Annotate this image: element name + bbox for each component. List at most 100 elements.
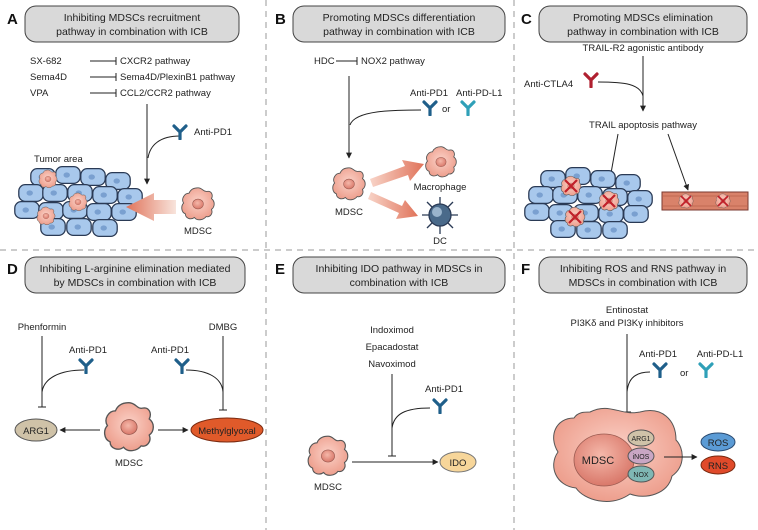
arg1-node xyxy=(14,418,58,442)
inos-label: iNOS xyxy=(633,454,650,461)
panel-e: E Inhibiting IDO pathway in MDSCs in com… xyxy=(275,256,506,493)
ros-node xyxy=(700,432,736,452)
arg1-node-f xyxy=(627,429,655,447)
inhibitor-drug-2: Sema4D xyxy=(30,72,67,83)
antibody-icon xyxy=(422,100,438,116)
panel-b: B Promoting MDSCs differentiation pathwa… xyxy=(275,5,506,247)
nox-node xyxy=(627,465,655,483)
antibody-label-f1: Anti-PD1 xyxy=(639,349,677,360)
migration-arrow xyxy=(126,193,176,221)
panel-a: A Inhibiting MDSCs recruitment pathway i… xyxy=(7,5,240,237)
panel-e-title-line2: combination with ICB xyxy=(350,277,449,289)
panel-f-title-line1: Inhibiting ROS and RNS pathway in xyxy=(560,263,726,275)
antibody-label-d2: Anti-PD1 xyxy=(151,345,189,356)
panel-a-title-box xyxy=(24,5,240,43)
arg1-label-d: ARG1 xyxy=(23,426,49,437)
antibody-label-f2: Anti-PD-L1 xyxy=(697,349,743,360)
arg1-label-f: ARG1 xyxy=(631,436,650,443)
drug-pi3k: PI3Kδ and PI3Kγ inhibitors xyxy=(570,318,683,329)
antibody-label-c: Anti-CTLA4 xyxy=(524,79,573,90)
differentiation-arrow-macrophage xyxy=(370,160,424,187)
nox-label: NOX xyxy=(633,472,649,479)
inhibitor-target-3: CCL2/CCR2 pathway xyxy=(120,88,211,99)
differentiation-arrow-dc xyxy=(368,192,418,219)
antibody-label-e: Anti-PD1 xyxy=(425,384,463,395)
target-nox2: NOX2 pathway xyxy=(361,56,425,67)
antibody-icon xyxy=(583,72,599,88)
panel-e-title-box xyxy=(292,256,506,294)
panel-letter-a: A xyxy=(7,11,18,28)
inhibitor-drug-1: SX-682 xyxy=(30,56,62,67)
mdsc-label-b: MDSC xyxy=(335,207,363,218)
inos-node xyxy=(627,447,655,465)
antibody-label-a: Anti-PD1 xyxy=(194,127,232,138)
antibody-label-b1: Anti-PD1 xyxy=(410,88,448,99)
macrophage-label: Macrophage xyxy=(414,182,467,193)
ido-node xyxy=(439,451,477,473)
inhibitor-target-2: Sema4D/PlexinB1 pathway xyxy=(120,72,235,83)
dc-cell xyxy=(422,197,458,234)
panel-f-title-line2: MDSCs in combination with ICB xyxy=(569,277,718,289)
dc-label: DC xyxy=(433,236,447,247)
mdsc-cell-d xyxy=(103,402,154,452)
panel-d: D Inhibiting L-arginine elimination medi… xyxy=(7,256,264,469)
mdsc-cell-e xyxy=(307,435,349,476)
mdsc-label-f: MDSC xyxy=(582,455,614,467)
mdsc-cell-b xyxy=(332,167,366,201)
antibody-label-b2: Anti-PD-L1 xyxy=(456,88,502,99)
panel-letter-c: C xyxy=(521,11,532,28)
drug-phenformin: Phenformin xyxy=(18,322,67,333)
panel-c-title-line2: pathway in combination with ICB xyxy=(567,26,719,38)
panel-e-title-line1: Inhibiting IDO pathway in MDSCs in xyxy=(316,263,483,275)
inhibitor-drug-3: VPA xyxy=(30,88,49,99)
methylglyoxal-node xyxy=(190,417,264,443)
panel-c-title-line1: Promoting MDSCs elimination xyxy=(573,12,713,24)
tumor-cluster-a xyxy=(14,166,143,237)
blood-vessel xyxy=(661,191,749,211)
panel-a-title-line2: pathway in combination with ICB xyxy=(56,26,208,38)
antibody-icon xyxy=(174,358,190,374)
antibody-icon xyxy=(172,124,188,140)
panel-d-title-box xyxy=(24,256,246,294)
rns-node xyxy=(700,455,736,475)
rns-label: RNS xyxy=(708,461,728,472)
panel-letter-e: E xyxy=(275,261,285,278)
panel-letter-d: D xyxy=(7,261,18,278)
drug-indoximod: Indoximod xyxy=(370,325,414,336)
antibody-icon xyxy=(460,100,476,116)
trail-pathway-label: TRAIL apoptosis pathway xyxy=(589,120,697,131)
inhibitor-target-1: CXCR2 pathway xyxy=(120,56,190,67)
panel-c-title-box xyxy=(538,5,748,43)
mdsc-label-d: MDSC xyxy=(115,458,143,469)
macrophage-cell xyxy=(425,146,457,178)
panel-a-title-line1: Inhibiting MDSCs recruitment xyxy=(64,12,201,24)
drug-navoximod: Navoximod xyxy=(368,359,416,370)
panel-c: C Promoting MDSCs elimination pathway in… xyxy=(521,5,749,239)
antibody-icon xyxy=(698,362,714,378)
drug-dmbg: DMBG xyxy=(209,322,238,333)
panel-d-title-line1: Inhibiting L-arginine elimination mediat… xyxy=(40,263,231,275)
mdsc-label-e: MDSC xyxy=(314,482,342,493)
agonist-label: TRAIL-R2 agonistic antibody xyxy=(583,43,704,54)
panel-letter-b: B xyxy=(275,11,286,28)
methylglyoxal-label: Methylglyoxal xyxy=(198,426,256,437)
or-label-b: or xyxy=(442,104,450,115)
mdsc-cell-a xyxy=(181,187,215,221)
drug-epacadostat: Epacadostat xyxy=(366,342,419,353)
ros-label: ROS xyxy=(708,438,729,449)
drug-hdc: HDC xyxy=(314,56,335,67)
panel-f: F Inhibiting ROS and RNS pathway in MDSC… xyxy=(521,256,748,502)
antibody-icon xyxy=(78,358,94,374)
antibody-icon xyxy=(652,362,668,378)
tumor-cluster-c xyxy=(524,167,653,239)
panel-f-title-box xyxy=(538,256,748,294)
tumor-area-label: Tumor area xyxy=(34,154,83,165)
drug-entinostat: Entinostat xyxy=(606,305,649,316)
antibody-label-d1: Anti-PD1 xyxy=(69,345,107,356)
ido-label: IDO xyxy=(450,458,467,469)
antibody-icon xyxy=(432,398,448,414)
panel-d-title-line2: by MDSCs in combination with ICB xyxy=(54,277,217,289)
panel-b-title-line2: pathway in combination with ICB xyxy=(323,26,475,38)
